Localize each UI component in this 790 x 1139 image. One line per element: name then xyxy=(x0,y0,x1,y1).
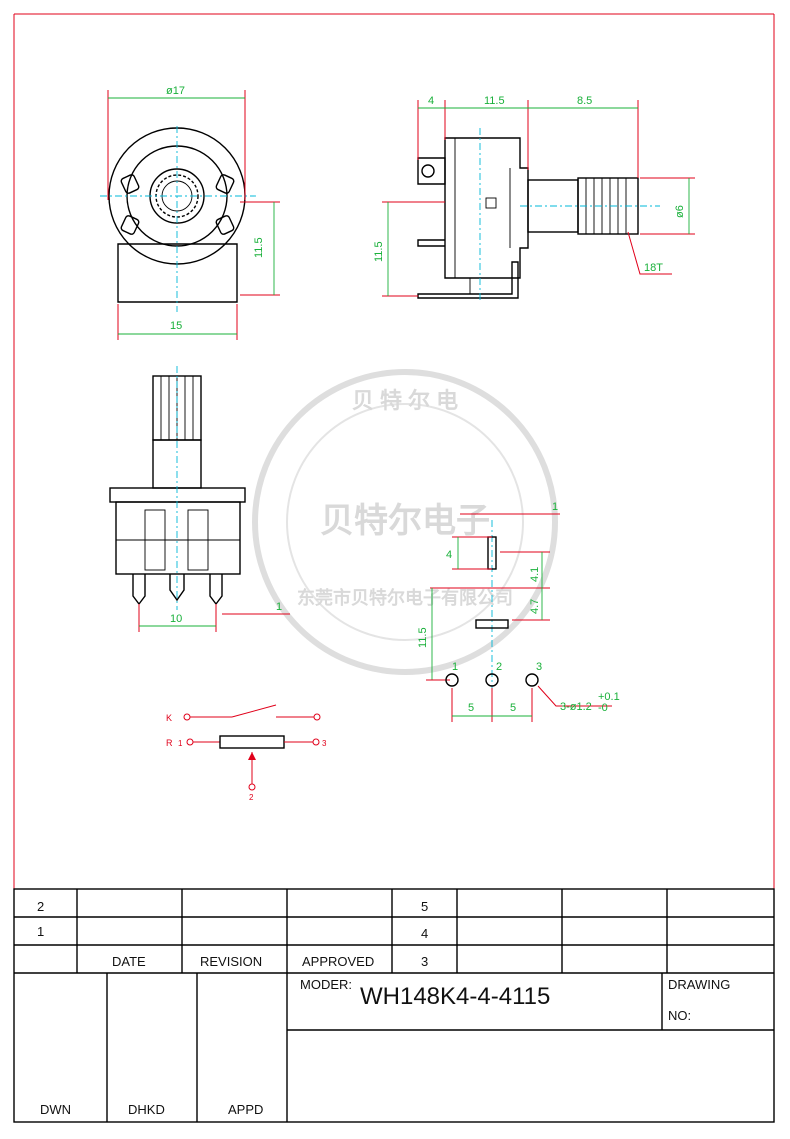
dim-pin-mark-1: 1 xyxy=(276,601,282,613)
rev-row-1: 1 xyxy=(37,924,44,939)
sheet-row-5: 5 xyxy=(421,899,428,914)
watermark-ring-bottom: 东莞市贝特尔电子有限公司 xyxy=(297,587,513,608)
sign-dwn: DWN xyxy=(40,1102,71,1117)
dim-height-11-5-front: 11.5 xyxy=(253,237,265,258)
title-block: 2 1 DATE REVISION APPROVED 5 4 3 MODER: … xyxy=(13,888,775,1123)
rev-row-2: 2 xyxy=(37,899,44,914)
pin-label-3: 3 xyxy=(536,661,542,673)
circuit-schematic: K R 1 3 2 xyxy=(166,704,327,802)
dim-11-5-top: 11.5 xyxy=(484,95,505,107)
pin-label-1: 1 xyxy=(452,661,458,673)
pad-dim-4: 4 xyxy=(446,549,452,561)
schematic-r-pin-3: 3 xyxy=(322,739,327,748)
sheet-row-4: 4 xyxy=(421,926,428,941)
pad-dim-4-1: 4.1 xyxy=(529,567,541,582)
dim-diameter-17: ø17 xyxy=(166,85,185,97)
pitch-dim-a: 5 xyxy=(468,702,474,714)
schematic-r-pin-2: 2 xyxy=(249,793,254,802)
elevation-view: 10 1 xyxy=(109,366,290,632)
dim-width-15: 15 xyxy=(170,320,182,332)
hole-tolerance-lower: -0 xyxy=(598,702,608,714)
hole-tolerance-upper: +0.1 xyxy=(598,691,620,703)
pad-dim-11-5: 11.5 xyxy=(417,627,429,648)
header-date: DATE xyxy=(112,954,146,969)
model-label: MODER: xyxy=(300,977,352,992)
header-approved: APPROVED xyxy=(302,954,374,969)
front-view: ø17 11.5 15 xyxy=(100,85,280,340)
schematic-r-pin-1: 1 xyxy=(178,739,183,748)
dim-height-11-5-side: 11.5 xyxy=(373,241,385,262)
schematic-k-label: K xyxy=(166,713,172,723)
side-view: 4 11.5 8.5 ø6 18T 11.5 xyxy=(373,95,695,300)
watermark-main-text: 贝特尔电子 xyxy=(320,502,490,540)
schematic-r-label: R xyxy=(166,738,173,748)
watermark-ring-top: 贝 特 尔 电 xyxy=(352,388,458,413)
header-revision: REVISION xyxy=(200,954,262,969)
drawing-no-label: NO: xyxy=(668,1008,691,1023)
sign-appd: APPD xyxy=(228,1102,263,1117)
dim-pitch-10: 10 xyxy=(170,613,182,625)
dim-diameter-6: ø6 xyxy=(674,205,686,218)
pad-dim-1: 1 xyxy=(552,501,558,513)
dim-8-5-top: 8.5 xyxy=(577,95,592,107)
pitch-dim-b: 5 xyxy=(510,702,516,714)
dim-4-top: 4 xyxy=(428,95,434,107)
hole-spec: 3-ø1.2 xyxy=(560,701,592,713)
sheet-row-3: 3 xyxy=(421,954,428,969)
pin-label-2: 2 xyxy=(496,661,502,673)
model-value: WH148K4-4-4115 xyxy=(360,983,550,1010)
dim-18t-teeth: 18T xyxy=(644,262,663,274)
company-watermark: 贝 特 尔 电 贝特尔电子 东莞市贝特尔电子有限公司 xyxy=(252,369,558,675)
pcb-layout: 1 4 4.1 4.7 11.5 1 2 3 5 5 3-ø1.2 +0.1 xyxy=(417,501,620,722)
drawing-label: DRAWING xyxy=(668,977,730,992)
sign-dhkd: DHKD xyxy=(128,1102,165,1117)
pad-dim-4-7: 4.7 xyxy=(529,599,541,614)
